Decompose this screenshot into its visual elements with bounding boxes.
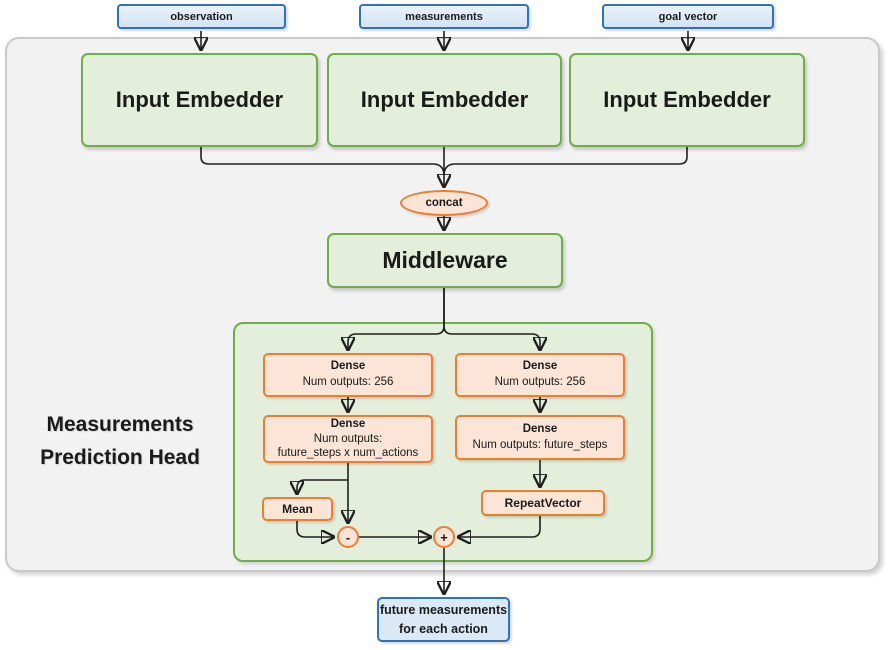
- left-dense-2: Dense Num outputs: future_steps x num_ac…: [263, 415, 433, 463]
- output-label-line1: future measurements: [379, 602, 508, 617]
- left-dense-2-subtitle: Num outputs:: [313, 432, 383, 445]
- input-label-measurements: measurements: [405, 10, 483, 23]
- right-dense-2-title: Dense: [522, 422, 558, 435]
- prediction-head-title-line1: Measurements: [46, 413, 194, 436]
- output-label-line2: for each action: [399, 621, 488, 636]
- left-dense-1-subtitle: Num outputs: 256: [302, 376, 394, 388]
- mean-label: Mean: [282, 501, 313, 516]
- prediction-head-title-line2: Prediction Head: [40, 445, 200, 469]
- middleware-label: Middleware: [382, 247, 508, 273]
- input-box-measurements: measurements: [359, 4, 529, 29]
- minus-label: -: [345, 529, 351, 545]
- input-embedder-1: Input Embedder: [81, 53, 318, 147]
- plus-label: +: [440, 529, 448, 545]
- repeatvector-box: RepeatVector: [481, 490, 605, 516]
- input-box-observation: observation: [117, 4, 286, 29]
- left-dense-2-title: Dense: [330, 418, 366, 431]
- right-dense-2-subtitle: Num outputs: future_steps: [472, 438, 608, 451]
- input-box-goal-vector: goal vector: [602, 4, 774, 29]
- repeatvector-label: RepeatVector: [504, 495, 582, 510]
- left-dense-1-title: Dense: [330, 360, 366, 373]
- right-dense-1-title: Dense: [522, 360, 558, 373]
- concat-label: concat: [425, 197, 463, 209]
- input-embedder-3: Input Embedder: [569, 53, 805, 147]
- mean-box: Mean: [262, 497, 333, 521]
- minus-node: -: [337, 526, 359, 548]
- input-embedder-2: Input Embedder: [327, 53, 562, 147]
- input-embedder-2-label: Input Embedder: [360, 87, 529, 112]
- input-label-observation: observation: [170, 10, 233, 23]
- plus-node: +: [433, 526, 455, 548]
- right-dense-2: Dense Num outputs: future_steps: [455, 415, 625, 460]
- left-dense-2-subtitle2: future_steps x num_actions: [277, 447, 419, 460]
- input-embedder-1-label: Input Embedder: [115, 87, 284, 112]
- left-dense-1: Dense Num outputs: 256: [263, 353, 433, 397]
- concat-node: concat: [400, 190, 488, 216]
- right-dense-1-subtitle: Num outputs: 256: [494, 376, 586, 388]
- input-label-goal-vector: goal vector: [658, 10, 718, 23]
- middleware-box: Middleware: [327, 233, 563, 288]
- prediction-head-title: Measurements Prediction Head: [15, 409, 225, 474]
- input-embedder-3-label: Input Embedder: [603, 87, 771, 112]
- output-box: future measurements for each action: [377, 597, 510, 642]
- right-dense-1: Dense Num outputs: 256: [455, 353, 625, 397]
